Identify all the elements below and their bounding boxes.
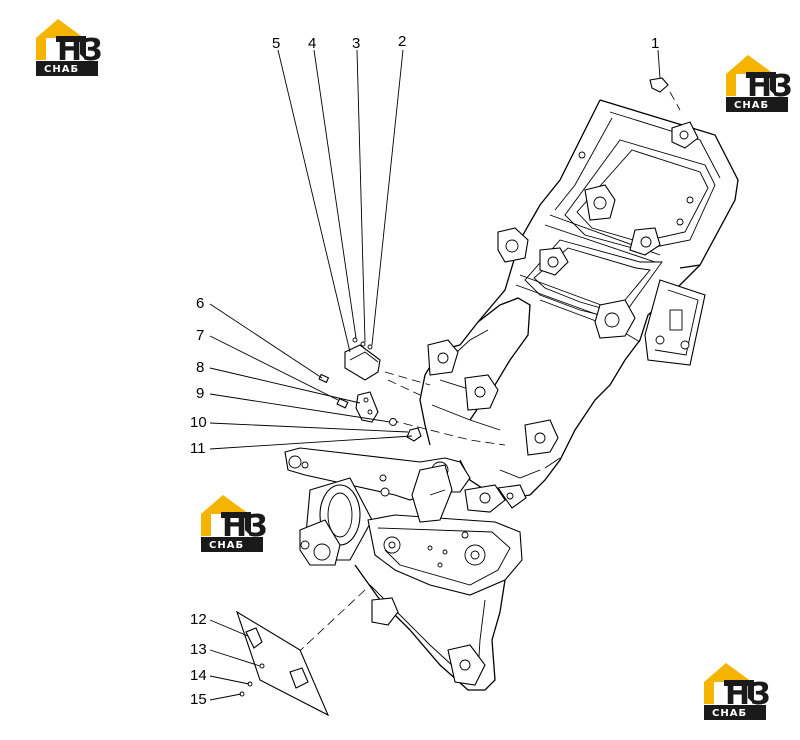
svg-text:СНАБ: СНАБ xyxy=(712,708,747,719)
callout-14: 14 xyxy=(190,667,207,684)
watermark-logo-middle-left: H3 СНАБ xyxy=(201,495,268,552)
svg-text:СНАБ: СНАБ xyxy=(44,64,79,75)
svg-text:H3: H3 xyxy=(747,69,793,104)
callout-1: 1 xyxy=(651,35,659,52)
lower-frame xyxy=(384,297,561,501)
callout-3: 3 xyxy=(352,35,360,52)
callout-5: 5 xyxy=(272,35,280,52)
callout-4: 4 xyxy=(308,35,316,52)
pivot-assembly xyxy=(284,447,527,691)
callout-12: 12 xyxy=(190,611,207,628)
main-frame xyxy=(459,99,739,496)
svg-text:СНАБ: СНАБ xyxy=(734,100,769,111)
callout-7: 7 xyxy=(196,327,204,344)
callout-9: 9 xyxy=(196,385,204,402)
callout-2: 2 xyxy=(398,33,406,50)
callout-10: 10 xyxy=(190,414,207,431)
svg-text:H3: H3 xyxy=(222,509,268,544)
callout-11: 11 xyxy=(190,440,206,457)
watermark-logo-top-left: H3 СНАБ xyxy=(36,19,103,76)
svg-text:H3: H3 xyxy=(725,677,771,712)
watermark-logo-bottom-right: H3 СНАБ xyxy=(704,663,771,720)
part-5-bracket xyxy=(344,344,381,381)
callout-13: 13 xyxy=(190,641,207,658)
loose-parts xyxy=(318,77,681,442)
callout-15: 15 xyxy=(190,691,207,708)
svg-text:H3: H3 xyxy=(57,33,103,68)
callout-8: 8 xyxy=(196,359,204,376)
cover-plate xyxy=(235,610,330,717)
svg-text:СНАБ: СНАБ xyxy=(209,540,244,551)
leader-lines xyxy=(209,49,661,701)
callout-labels: 1 2 3 4 5 6 7 8 9 10 11 12 13 14 15 xyxy=(190,33,659,708)
watermark-logo-top-right: H3 СНАБ xyxy=(726,55,793,112)
callout-6: 6 xyxy=(196,295,204,312)
